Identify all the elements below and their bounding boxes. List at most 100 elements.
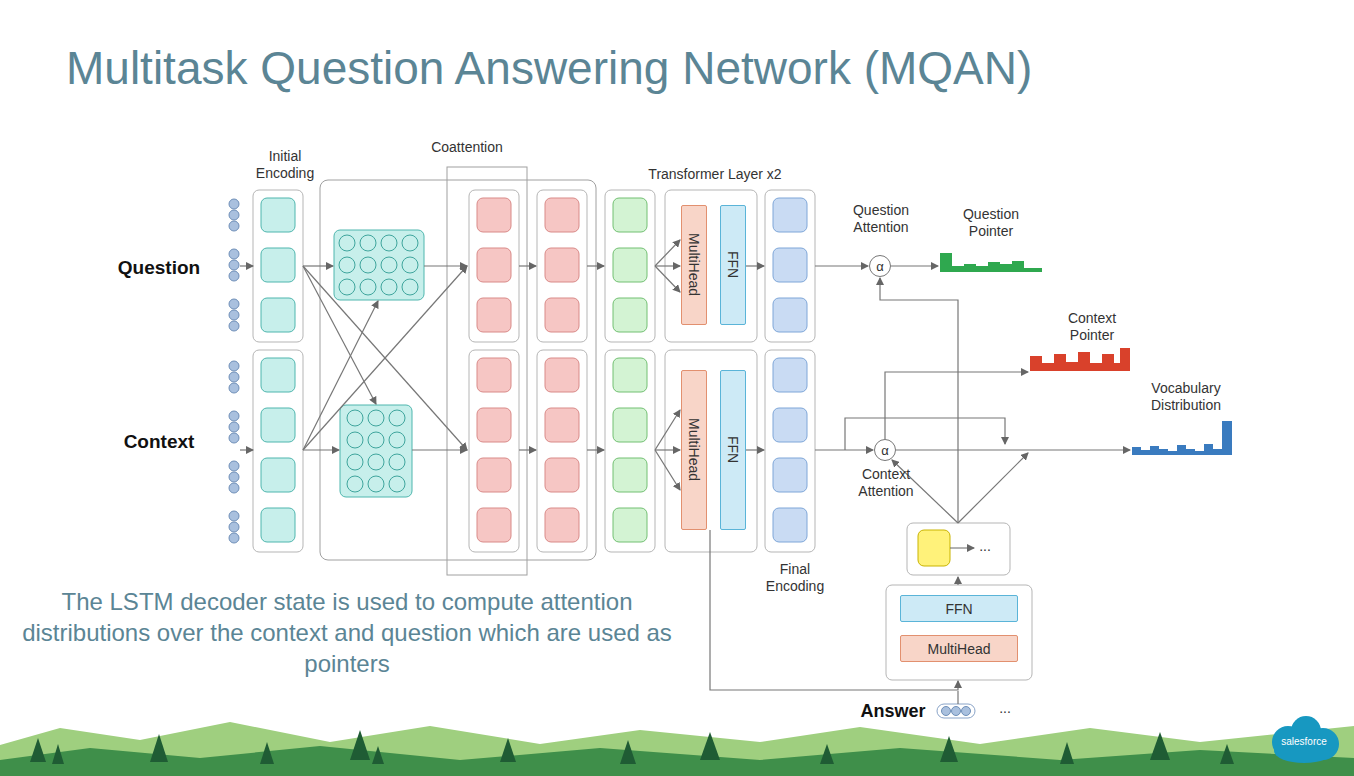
wire [815,449,873,450]
wire [655,265,680,266]
bar [1168,451,1177,455]
lstm-cell [261,298,295,332]
bar [1078,352,1090,371]
wire [655,450,680,490]
wire [424,265,467,266]
coattn-cell [477,198,511,232]
node-label: α [876,259,884,274]
lstm-cell [613,198,647,232]
affinity-grid [334,230,424,300]
lstm-cell [613,358,647,392]
grid-dot [402,235,418,251]
token-dot [229,511,239,521]
column-frame [253,190,303,342]
bar [1090,363,1102,371]
bar [1159,449,1168,455]
grid-dot [389,476,405,492]
vocabulary-bars [1132,421,1232,455]
ffn-block: FFN [720,205,746,325]
coattn-cell [545,508,579,542]
bar [1150,446,1159,455]
forest-footer [0,722,1354,776]
bar [940,253,952,272]
token-dot [229,411,239,421]
token-dot [229,210,239,220]
diagram-label: salesforce [1270,736,1338,748]
coattn-cell [477,358,511,392]
diagram-label: Answer [848,700,938,722]
grid-dot [347,410,363,426]
lstm-cell [773,298,807,332]
tree [1150,732,1170,760]
wire [240,265,253,266]
wire [519,265,536,266]
wire [587,265,604,266]
multihead-block: MultiHead [681,205,707,325]
tree [1060,742,1074,764]
bar [1177,445,1186,455]
bar [1222,421,1232,455]
multihead-block: MultiHead [900,635,1018,662]
answer-token-frame [937,704,975,718]
bar [1042,363,1054,371]
tree [260,742,274,764]
coattn-cell [477,458,511,492]
lstm-cell [261,458,295,492]
column-frame [605,190,655,342]
token-dot [229,321,239,331]
token-dot [229,422,239,432]
tree [372,746,384,764]
bar [1114,363,1120,371]
tree [700,732,720,760]
token-dot [962,707,971,716]
coattn-cell [545,198,579,232]
diagram-label: Final Encoding [758,561,832,595]
grid-dot [402,257,418,273]
diagram-label: ... [990,700,1020,717]
bar [1054,354,1066,371]
diagram-label: Vocabulary Distribution [1138,380,1234,414]
tree [1220,744,1234,764]
token-dot [229,533,239,543]
grid-dot [368,476,384,492]
wire [240,449,253,450]
coattn-cell [477,408,511,442]
tree [52,744,64,764]
bar [1012,261,1024,272]
diagram-label: Coattention [412,139,522,156]
ffn-block: FFN [720,370,746,530]
wire [655,240,680,266]
coattn-cell [477,508,511,542]
token-embeddings [229,199,239,543]
lstm-cell [773,408,807,442]
grid-dot [389,432,405,448]
token-dot [229,271,239,281]
context-pointer-bars [1030,348,1130,371]
multihead-block: MultiHead [681,370,707,530]
lstm-cell [773,358,807,392]
diagram-label: Context Pointer [1052,310,1132,344]
bar [988,262,1000,272]
bar [1030,356,1042,371]
wire [303,301,378,450]
bar [1141,450,1150,455]
lstm-cell [261,248,295,282]
bar [1102,354,1114,371]
hills [0,722,1354,776]
lstm-cell [613,408,647,442]
wire [655,449,680,450]
bar [964,264,976,272]
wire [746,449,764,450]
ffn-block: FFN [900,595,1018,622]
token-dot [952,707,961,716]
attention-node: αContext Attention [874,439,896,461]
lstm-cell [261,358,295,392]
decoder-state-frame [907,523,1010,575]
token-dot [229,383,239,393]
bar [1120,348,1130,371]
compression-cells [613,198,647,542]
lstm-cell [261,408,295,442]
tree [500,738,516,762]
token-dot [229,249,239,259]
wire [655,410,680,450]
